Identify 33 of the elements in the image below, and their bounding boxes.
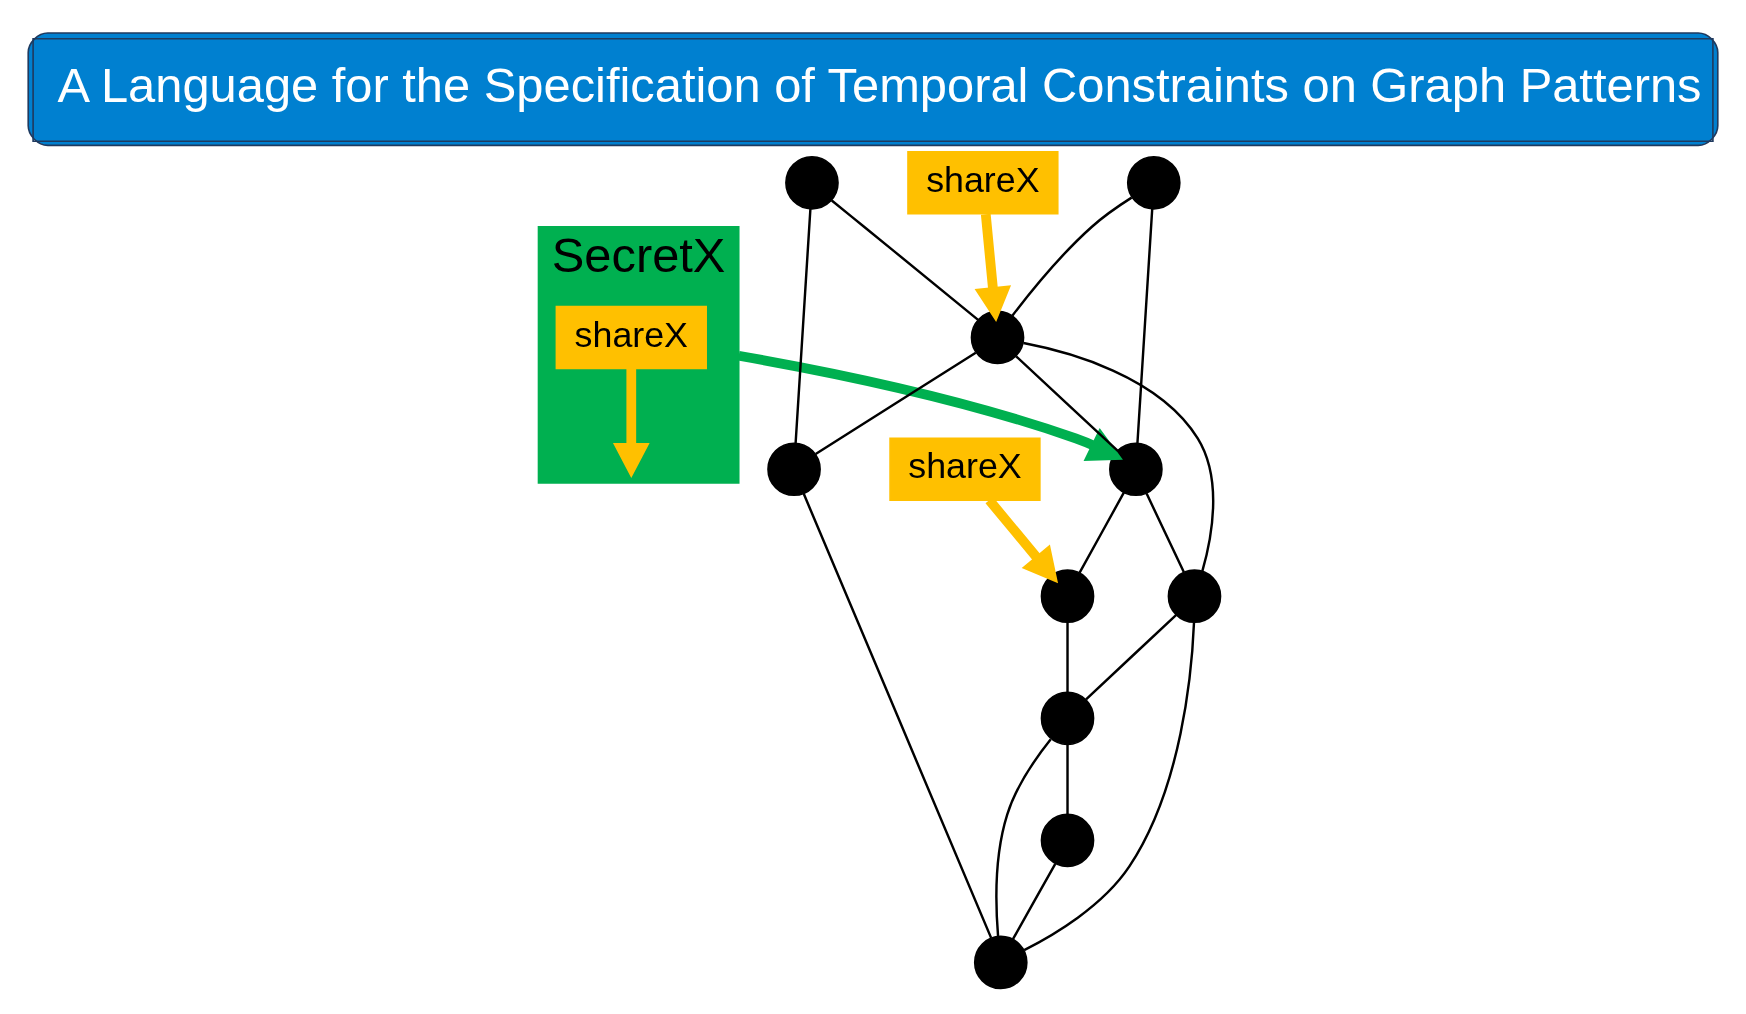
connector [1015,354,1119,451]
connector [1023,621,1196,951]
connector [794,208,812,443]
diagram-title: A Language for the Specification of Temporal Constraints on Graph Patterns [57,57,1702,112]
connector [1066,621,1069,692]
node-circle [1167,568,1222,623]
node-circle [1126,155,1181,210]
connector [831,199,979,321]
arrow [737,350,1123,461]
arrow [612,368,650,478]
connector [1011,196,1133,316]
node-circle [973,935,1028,989]
node-box: shareX [907,150,1059,214]
node-circle [1040,690,1095,745]
node-box: shareX [889,437,1041,501]
node-circle [1040,813,1095,867]
connector [1136,208,1154,443]
connector [1066,744,1069,814]
connector [1145,492,1185,573]
connector [1011,862,1057,940]
connector [995,738,1052,936]
connector [802,492,993,938]
arrow [974,213,1012,322]
node-box: shareX [555,305,707,369]
connector [815,351,977,455]
node-circle [785,155,839,210]
node-circle [1040,568,1095,623]
node-circle [1109,441,1163,496]
connector [1085,613,1178,700]
connector [1078,491,1126,573]
connector [1023,341,1215,572]
node-circle [970,310,1025,364]
node-circle [767,441,821,496]
